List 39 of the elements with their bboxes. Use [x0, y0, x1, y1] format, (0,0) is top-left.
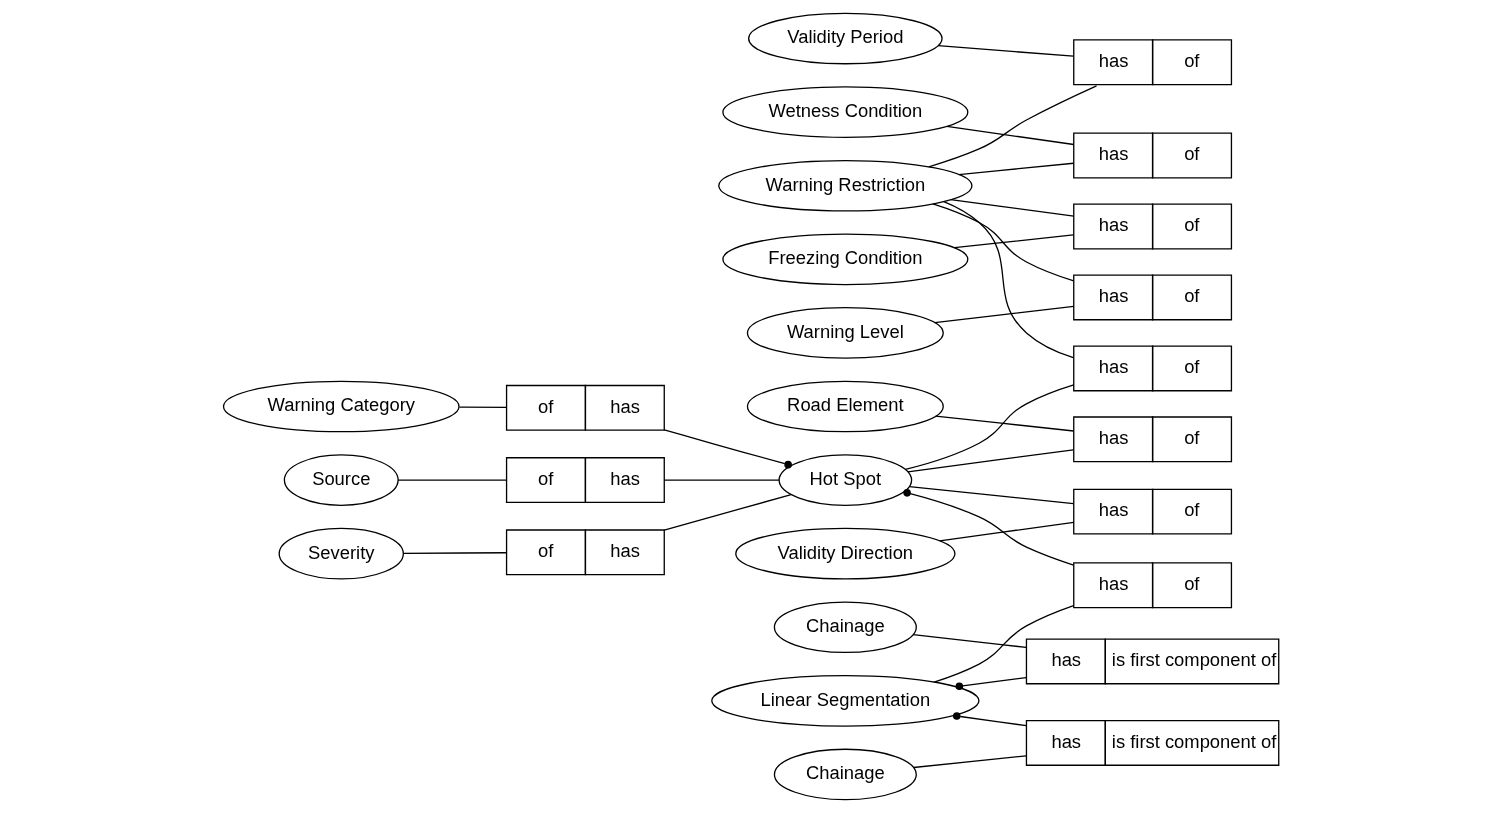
node-ellipse: Wetness Condition	[721, 86, 968, 138]
connector	[932, 605, 1074, 683]
connector	[663, 494, 792, 531]
connector	[933, 305, 1074, 324]
connector	[936, 45, 1074, 57]
connector	[942, 201, 1074, 359]
node-ellipse: Chainage	[773, 601, 917, 654]
connector	[663, 479, 780, 481]
connector	[949, 199, 1074, 217]
connector	[908, 485, 1074, 505]
node-ellipse: Warning Restriction	[717, 159, 973, 212]
connector	[396, 479, 507, 481]
connector	[458, 406, 507, 409]
connector	[912, 755, 1027, 769]
connector	[663, 429, 792, 469]
connector	[904, 384, 1074, 471]
node-ellipse: Severity	[278, 527, 404, 580]
connector	[934, 415, 1074, 432]
node-ellipse: Warning Level	[746, 307, 944, 359]
node-ellipse: Validity Direction	[734, 527, 956, 580]
connector	[927, 85, 1097, 168]
connector	[906, 449, 1074, 473]
connector	[402, 552, 507, 554]
node-ellipse: Validity Period	[747, 12, 943, 65]
connector	[955, 676, 1027, 691]
connector	[912, 634, 1027, 649]
node-ellipse: Warning Category	[222, 380, 460, 433]
connector	[931, 203, 1074, 282]
node-ellipse: Freezing Condition	[721, 233, 968, 286]
connector	[945, 125, 1074, 146]
node-ellipse: Chainage	[773, 748, 917, 801]
node-ellipse: Linear Segmentation	[710, 675, 980, 727]
node-ellipse: Road Element	[746, 380, 944, 433]
connector	[902, 489, 1074, 566]
node-ellipse: Source	[283, 454, 399, 506]
connector	[953, 234, 1074, 249]
connector	[952, 712, 1027, 727]
connector	[957, 162, 1074, 176]
connector	[938, 521, 1074, 542]
